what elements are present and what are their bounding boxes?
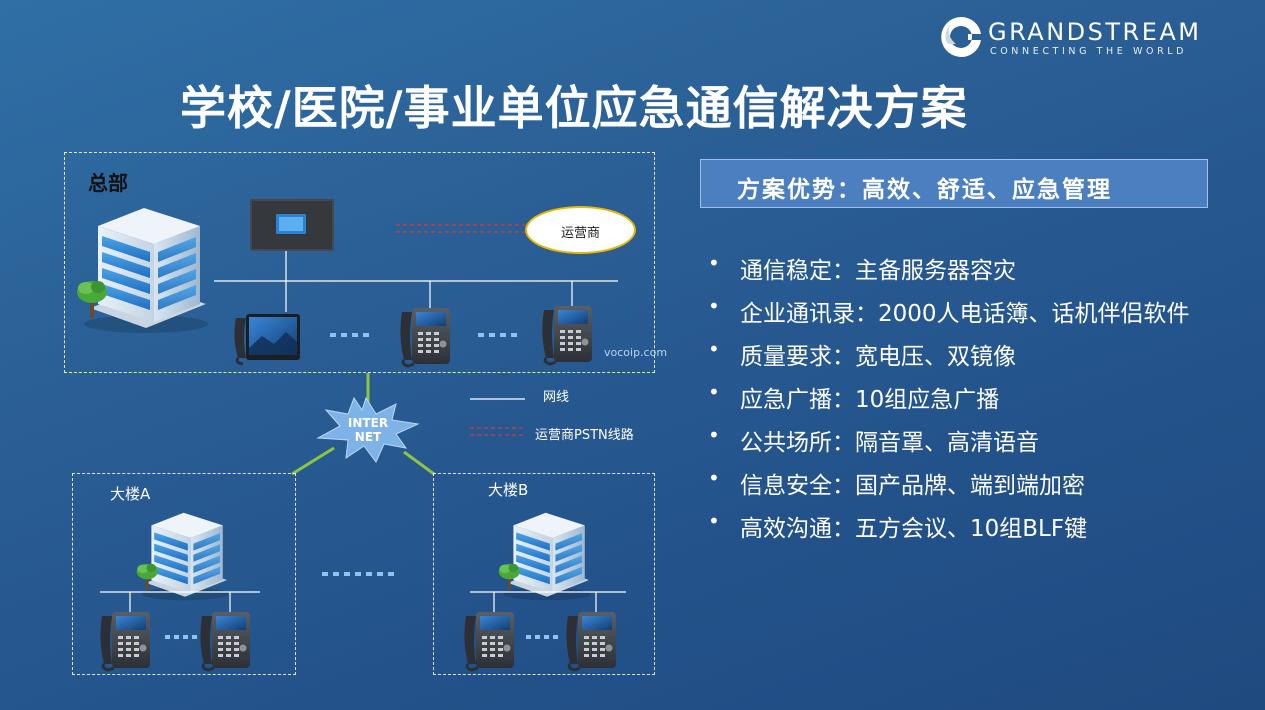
headquarters-label: 总部 — [88, 171, 128, 195]
carrier-label: 运营商 — [560, 226, 600, 241]
headquarters-group — [64, 152, 655, 373]
internet-link-a — [291, 446, 335, 476]
list-item: • 应急广播：10组应急广播 — [708, 380, 1190, 423]
bullet-icon: • — [708, 466, 720, 490]
list-item: • 高效沟通：五方会议、10组BLF键 — [708, 509, 1190, 552]
bullet-icon: • — [708, 509, 720, 533]
bullet-icon: • — [708, 337, 720, 361]
bullet-icon: • — [708, 294, 720, 318]
brand-name: GRANDSTREAM — [988, 18, 1202, 46]
feature-text: 公共场所：隔音罩、高清语音 — [740, 430, 1039, 456]
grandstream-mark-icon — [941, 16, 981, 57]
list-item: • 质量要求：宽电压、双镜像 — [708, 337, 1190, 380]
building-a-group — [72, 473, 296, 675]
advantages-list: • 通信稳定：主备服务器容灾 • 企业通讯录：2000人电话簿、话机伴侣软件 • 质量… — [708, 251, 1190, 552]
brand-tagline: CONNECTING THE WORLD — [990, 46, 1188, 57]
internet-cloud-icon — [316, 396, 420, 463]
bullet-icon: • — [708, 251, 720, 275]
legend-network-label: 网线 — [543, 390, 570, 405]
feature-text: 质量要求：宽电压、双镜像 — [740, 344, 1016, 370]
building-b-group — [433, 473, 655, 675]
feature-text: 企业通讯录：2000人电话簿、话机伴侣软件 — [740, 301, 1190, 327]
feature-text: 通信稳定：主备服务器容灾 — [740, 258, 1016, 284]
page-title: 学校/医院/事业单位应急通信解决方案 — [180, 81, 968, 135]
feature-text: 高效沟通：五方会议、10组BLF键 — [740, 516, 1088, 542]
building-b-label: 大楼B — [488, 481, 529, 499]
grandstream-logo: GRANDSTREAM CONNECTING THE WORLD — [938, 14, 1248, 64]
list-item: • 企业通讯录：2000人电话簿、话机伴侣软件 — [708, 294, 1190, 337]
advantages-banner: 方案优势：高效、舒适、应急管理 — [700, 159, 1208, 208]
list-item: • 通信稳定：主备服务器容灾 — [708, 251, 1190, 294]
feature-text: 应急广播：10组应急广播 — [740, 387, 1000, 413]
building-a-label: 大楼A — [110, 485, 151, 503]
list-item: • 公共场所：隔音罩、高清语音 — [708, 423, 1190, 466]
list-item: • 信息安全：国产品牌、端到端加密 — [708, 466, 1190, 509]
carrier-node: 运营商 — [525, 206, 636, 254]
advantages-heading: 方案优势：高效、舒适、应急管理 — [737, 177, 1112, 203]
feature-text: 信息安全：国产品牌、端到端加密 — [740, 473, 1085, 499]
internet-link-b — [403, 450, 435, 476]
legend-pstn-label: 运营商PSTN线路 — [535, 428, 634, 443]
gateway-device-icon — [250, 199, 334, 251]
watermark-text: vocoip.com — [604, 346, 668, 359]
internet-label-line2: NET — [355, 430, 382, 444]
bullet-icon: • — [708, 423, 720, 447]
bullet-icon: • — [708, 380, 720, 404]
internet-label-line1: INTER — [348, 416, 388, 430]
